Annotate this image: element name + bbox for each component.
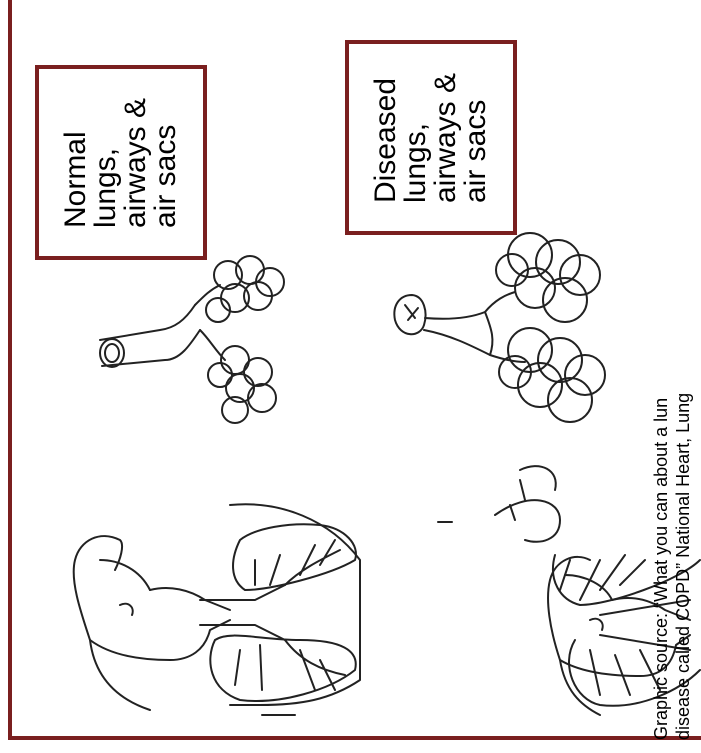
normal-label-line2: lungs, bbox=[91, 97, 121, 227]
diseased-label-line4: air sacs bbox=[461, 72, 491, 202]
normal-label-line4: air sacs bbox=[151, 97, 181, 227]
graphic-source-caption: Graphic source: “What you can about a lu… bbox=[650, 0, 701, 740]
diseased-label-line1: Diseased bbox=[371, 72, 401, 202]
diseased-label: Diseased lungs, airways & air sacs bbox=[371, 72, 491, 202]
normal-airway bbox=[100, 256, 284, 423]
diseased-label-box: Diseased lungs, airways & air sacs bbox=[345, 40, 517, 235]
normal-label-line3: airways & bbox=[121, 97, 151, 227]
diseased-label-line3: airways & bbox=[431, 72, 461, 202]
normal-label-line1: Normal bbox=[61, 97, 91, 227]
normal-label-box: Normal lungs, airways & air sacs bbox=[35, 65, 207, 260]
normal-body-figure bbox=[74, 504, 360, 710]
diseased-airway bbox=[394, 233, 605, 422]
source-line2: disease called COPD” National Heart, Lun… bbox=[672, 0, 694, 740]
diseased-label-line2: lungs, bbox=[401, 72, 431, 202]
normal-label: Normal lungs, airways & air sacs bbox=[61, 97, 181, 227]
source-line1: Graphic source: “What you can about a lu… bbox=[650, 0, 672, 740]
